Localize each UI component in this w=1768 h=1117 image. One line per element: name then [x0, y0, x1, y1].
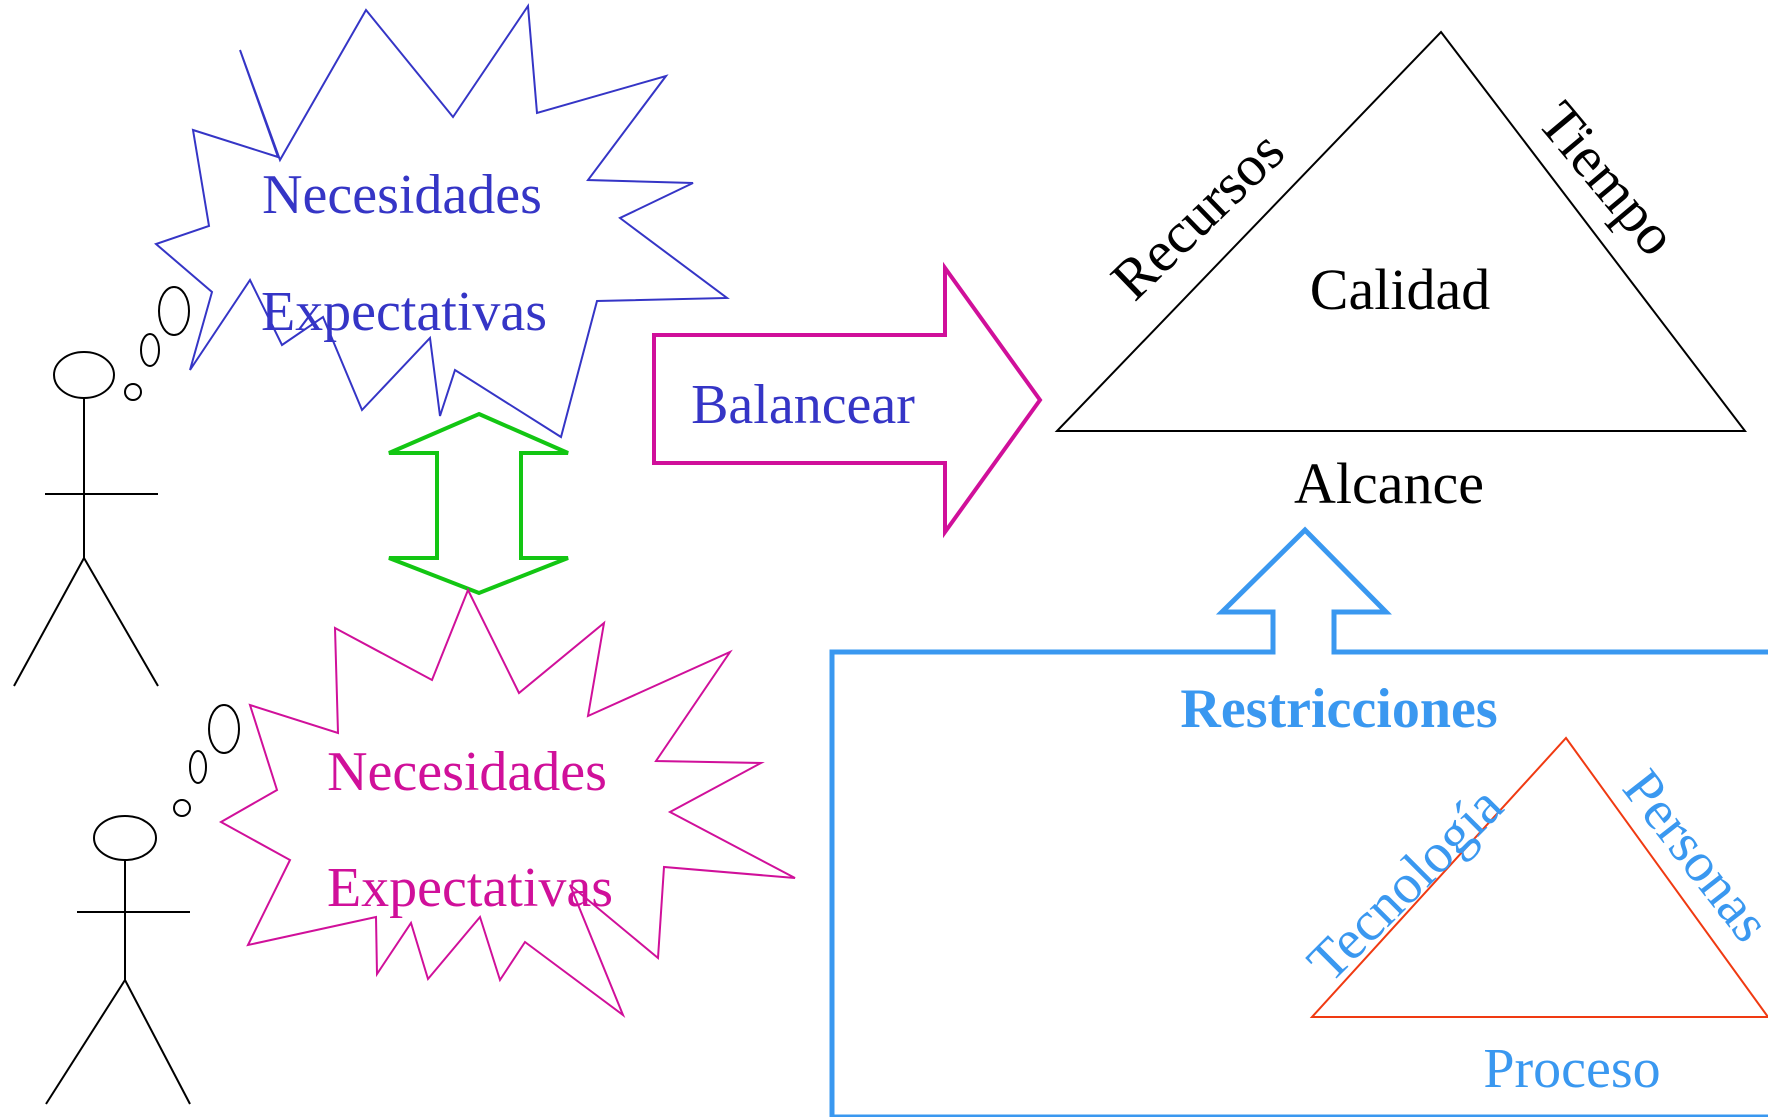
triangle-center-label: Calidad — [1310, 257, 1490, 322]
constraints-title: Restricciones — [1180, 678, 1497, 740]
thought-burst-shape — [218, 587, 796, 1018]
thought-burst-shape — [154, 3, 730, 439]
stakeholder-2: Necesidades Expectativas — [45, 587, 796, 1105]
stick-figure-icon — [13, 351, 159, 687]
double-arrow-icon — [388, 411, 569, 596]
constraints-base-label: Proceso — [1483, 1038, 1660, 1100]
balance-label: Balancear — [691, 374, 915, 436]
triangle-base-label: Alcance — [1294, 451, 1484, 516]
stakeholder-1: Necesidades Expectativas — [13, 3, 730, 687]
thought-bubbles-icon — [124, 286, 190, 401]
constraints-box: Restricciones Tecnología Personas Proces… — [829, 526, 1768, 1117]
thought-bubbles-icon — [173, 704, 240, 817]
stakeholder-1-expectations: Expectativas — [261, 281, 547, 343]
stakeholder-1-needs: Necesidades — [262, 164, 542, 226]
right-arrow-icon — [652, 261, 1043, 539]
stakeholder-2-needs: Necesidades — [327, 741, 607, 803]
stick-figure-icon — [45, 815, 191, 1105]
constraints-frame — [829, 526, 1768, 1117]
stakeholder-2-expectations: Expectativas — [327, 857, 613, 919]
constraints-triangle-shape — [1309, 736, 1768, 1018]
project-triangle: Calidad Recursos Tiempo Alcance — [1054, 30, 1748, 516]
triangle-shape — [1054, 30, 1748, 432]
